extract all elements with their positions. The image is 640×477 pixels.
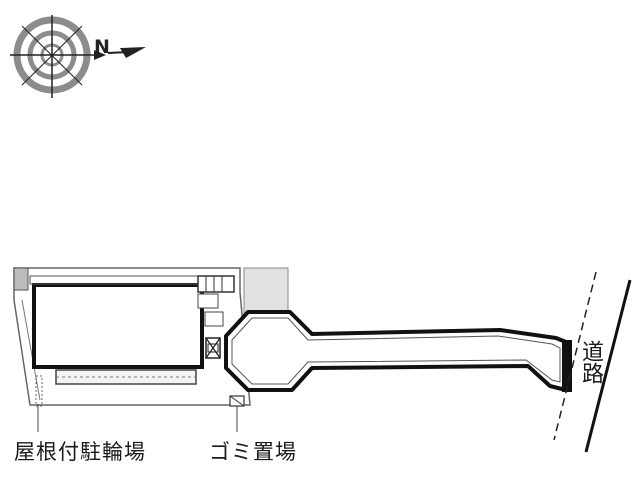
road-edge-solid [584,279,632,453]
bike-shelter-pointer-box [35,375,43,407]
bike-parking-shelter [35,369,197,407]
trash-area-label: ゴミ置場 [209,440,297,464]
driveway [224,310,572,392]
compass-north-arrow-icon [120,47,146,58]
lot-inner-edge [21,299,41,401]
lot-corner-block [13,267,29,291]
compass-icon [10,15,146,98]
utility-box [204,311,224,327]
bike-parking-label: 屋根付駐輪場 [14,440,146,464]
stairs [197,275,235,327]
utility-meter-box [205,337,221,359]
meter-box-inner [207,343,219,353]
road [553,271,632,453]
compass-north-letter: N [94,36,110,58]
main-building [29,275,211,369]
road-label: 道路 [578,340,603,384]
building-outline [32,283,204,369]
driveway-outline [224,310,568,392]
trash-box-slash [229,395,245,407]
driveway-inner-line [231,317,561,385]
trash-area-marker [229,395,245,407]
compass-east-arrow [94,50,106,60]
road-gate [562,340,572,392]
stairs-upper [197,275,235,293]
gray-open-space [243,267,289,317]
road-edge-dashed [553,271,597,441]
stairs-lower [197,293,219,309]
compass-axis-diagonal-2 [21,25,83,86]
meter-box-cross [205,337,221,359]
compass-arrow-shaft [107,51,129,54]
